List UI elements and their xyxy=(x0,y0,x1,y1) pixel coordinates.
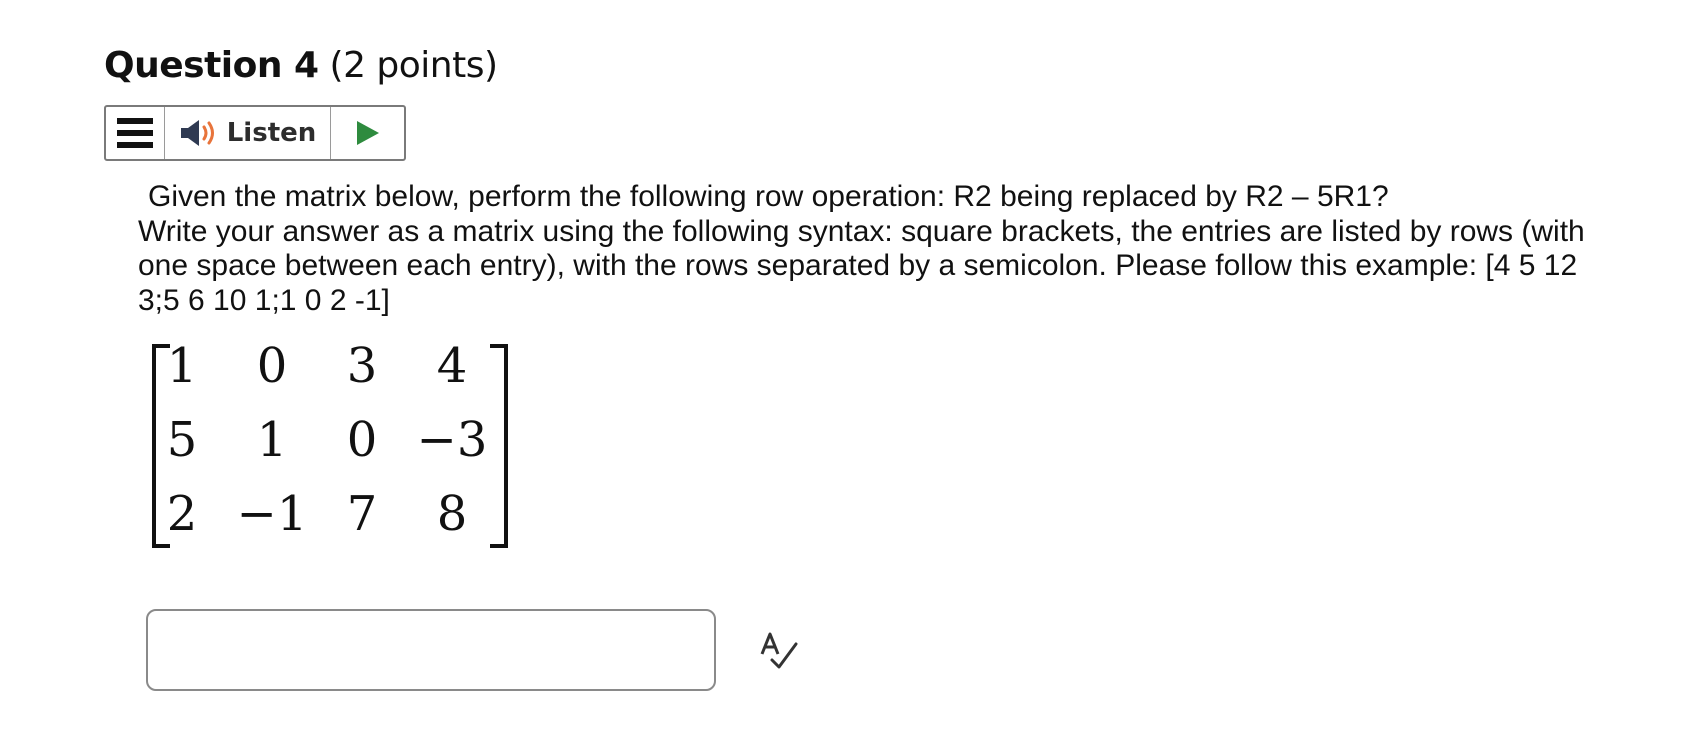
question-prompt: Given the matrix below, perform the foll… xyxy=(138,180,1598,318)
listen-label: Listen xyxy=(226,118,317,148)
speaker-icon xyxy=(180,120,214,146)
readspeaker-toolbar: Listen xyxy=(104,105,406,161)
matrix-cell: −1 xyxy=(236,486,308,542)
listen-button[interactable]: Listen xyxy=(165,107,331,159)
matrix-cell: 1 xyxy=(256,412,288,468)
spellcheck-icon[interactable] xyxy=(758,630,800,672)
matrix: 1 0 3 4 5 1 0 −3 2 −1 7 8 xyxy=(152,338,508,548)
prompt-line-2: Write your answer as a matrix using the … xyxy=(138,214,1585,317)
prompt-line-1: Given the matrix below, perform the foll… xyxy=(148,180,1389,213)
matrix-cell: 7 xyxy=(346,486,378,542)
answer-input[interactable] xyxy=(146,609,716,691)
matrix-cell: 1 xyxy=(166,338,198,394)
question-label: Question 4 xyxy=(104,45,319,86)
hamburger-menu-icon xyxy=(117,118,153,148)
matrix-cell: 0 xyxy=(256,338,288,394)
play-icon xyxy=(356,121,379,145)
matrix-brackets xyxy=(152,344,508,548)
play-button[interactable] xyxy=(331,107,404,159)
matrix-cell: 8 xyxy=(436,486,468,542)
readspeaker-menu-button[interactable] xyxy=(106,107,165,159)
matrix-cell: 4 xyxy=(436,338,468,394)
question-title: Question 4 (2 points) xyxy=(104,42,498,90)
matrix-cell: 5 xyxy=(166,412,198,468)
matrix-cell: 2 xyxy=(166,486,198,542)
matrix-cell: −3 xyxy=(416,412,488,468)
matrix-cell: 3 xyxy=(346,338,378,394)
question-points: (2 points) xyxy=(329,45,499,86)
matrix-cell: 0 xyxy=(346,412,378,468)
